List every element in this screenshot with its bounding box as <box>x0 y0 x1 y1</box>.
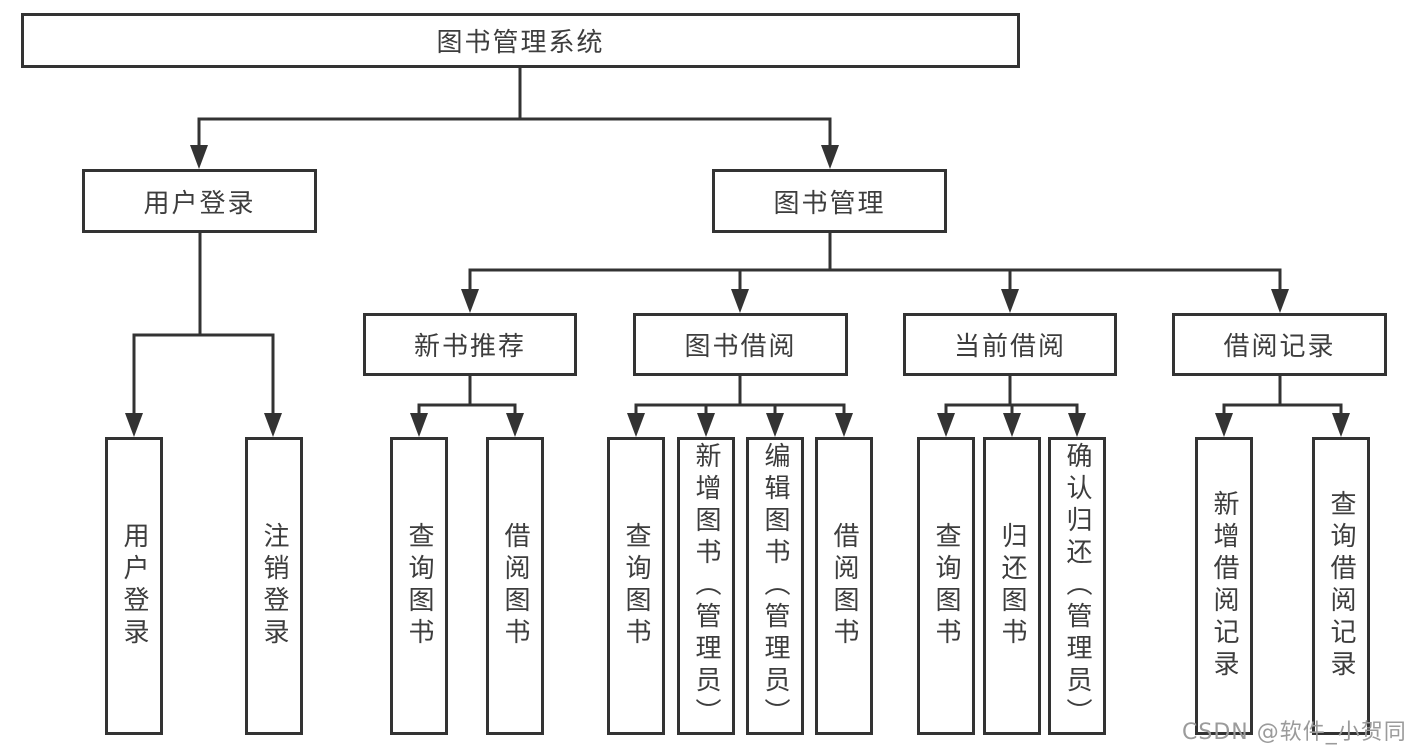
node-user-login: 用户登录 <box>82 169 317 233</box>
node-leaf-br-query-record: 查询借阅记录 <box>1312 437 1370 735</box>
node-leaf-nbr-query-books: 查询图书 <box>390 437 448 735</box>
node-leaf-bb-borrow-books: 借阅图书 <box>815 437 873 735</box>
node-leaf-bb-edit-books-admin: 编辑图书（管理员） <box>746 437 804 735</box>
node-book-borrowing: 图书借阅 <box>633 313 848 376</box>
node-leaf-cb-confirm-return-admin: 确认归还（管理员） <box>1048 437 1106 735</box>
node-leaf-bb-query-books: 查询图书 <box>607 437 665 735</box>
node-book-management: 图书管理 <box>712 169 947 233</box>
csdn-watermark: CSDN @软件_小贺同学 <box>1182 720 1405 745</box>
node-leaf-nbr-borrow-books: 借阅图书 <box>486 437 544 735</box>
node-leaf-logout: 注销登录 <box>245 437 303 735</box>
node-leaf-cb-return-books: 归还图书 <box>983 437 1041 735</box>
node-borrowing-records: 借阅记录 <box>1172 313 1387 376</box>
node-current-borrowing: 当前借阅 <box>903 313 1117 376</box>
node-leaf-user-login: 用户登录 <box>105 437 163 735</box>
node-leaf-bb-add-books-admin: 新增图书（管理员） <box>677 437 735 735</box>
node-new-book-recommend: 新书推荐 <box>363 313 577 376</box>
node-leaf-cb-query-books: 查询图书 <box>917 437 975 735</box>
node-library-system: 图书管理系统 <box>21 13 1020 68</box>
node-leaf-br-add-record: 新增借阅记录 <box>1195 437 1253 735</box>
